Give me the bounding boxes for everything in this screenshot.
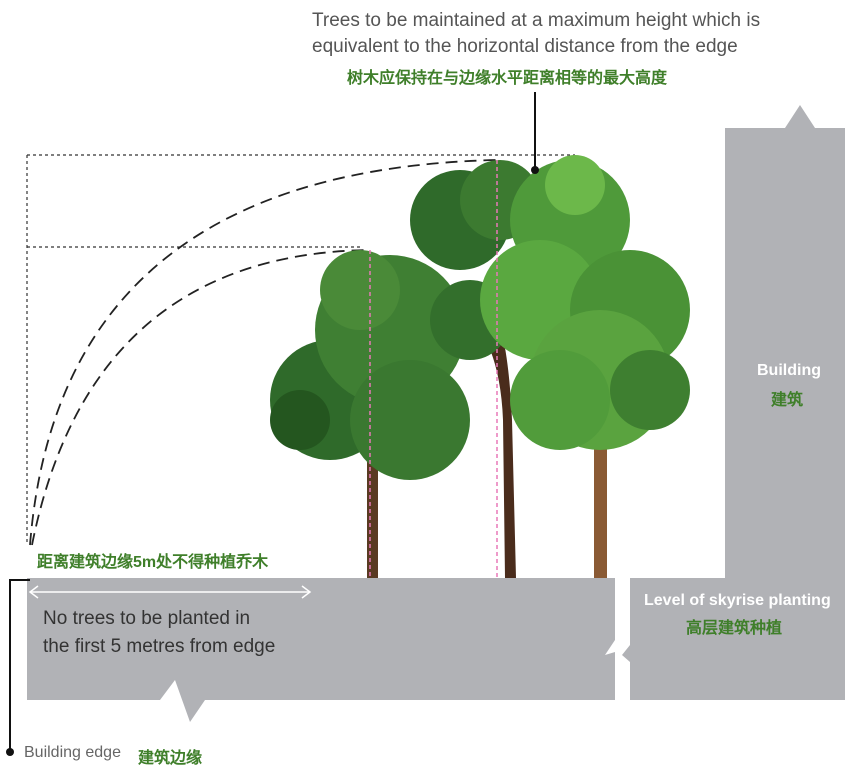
building-label: Building — [757, 362, 821, 379]
top-note-line2: equivalent to the horizontal distance fr… — [312, 36, 738, 57]
no-plant-line1: No trees to be planted in — [43, 608, 251, 629]
building-edge-label-cn: 建筑边缘 — [138, 750, 203, 767]
no-plant-cn: 距离建筑边缘5m处不得种植乔木 — [37, 554, 269, 571]
top-note-cn: 树木应保持在与边缘水平距离相等的最大高度 — [347, 70, 668, 87]
tree-canopy-right — [480, 155, 690, 450]
no-plant-line2: the first 5 metres from edge — [43, 636, 276, 657]
building-edge-leader — [9, 579, 30, 752]
building-block — [622, 105, 845, 700]
skyrise-label-cn: 高层建筑种植 — [686, 620, 783, 637]
top-note-line1: Trees to be maintained at a maximum heig… — [312, 10, 761, 31]
radius-arcs — [29, 159, 498, 546]
ground-slab — [27, 578, 615, 722]
skyrise-label: Level of skyrise planting — [644, 592, 831, 609]
height-guides — [26, 154, 575, 545]
building-label-cn: 建筑 — [771, 392, 804, 409]
tree-canopy-left — [270, 250, 470, 480]
five-metre-arrow — [28, 585, 312, 599]
callout-dot — [531, 166, 539, 174]
building-edge-dot — [6, 748, 14, 756]
tree-height-markers — [369, 160, 498, 578]
building-edge-label: Building edge — [24, 744, 121, 761]
